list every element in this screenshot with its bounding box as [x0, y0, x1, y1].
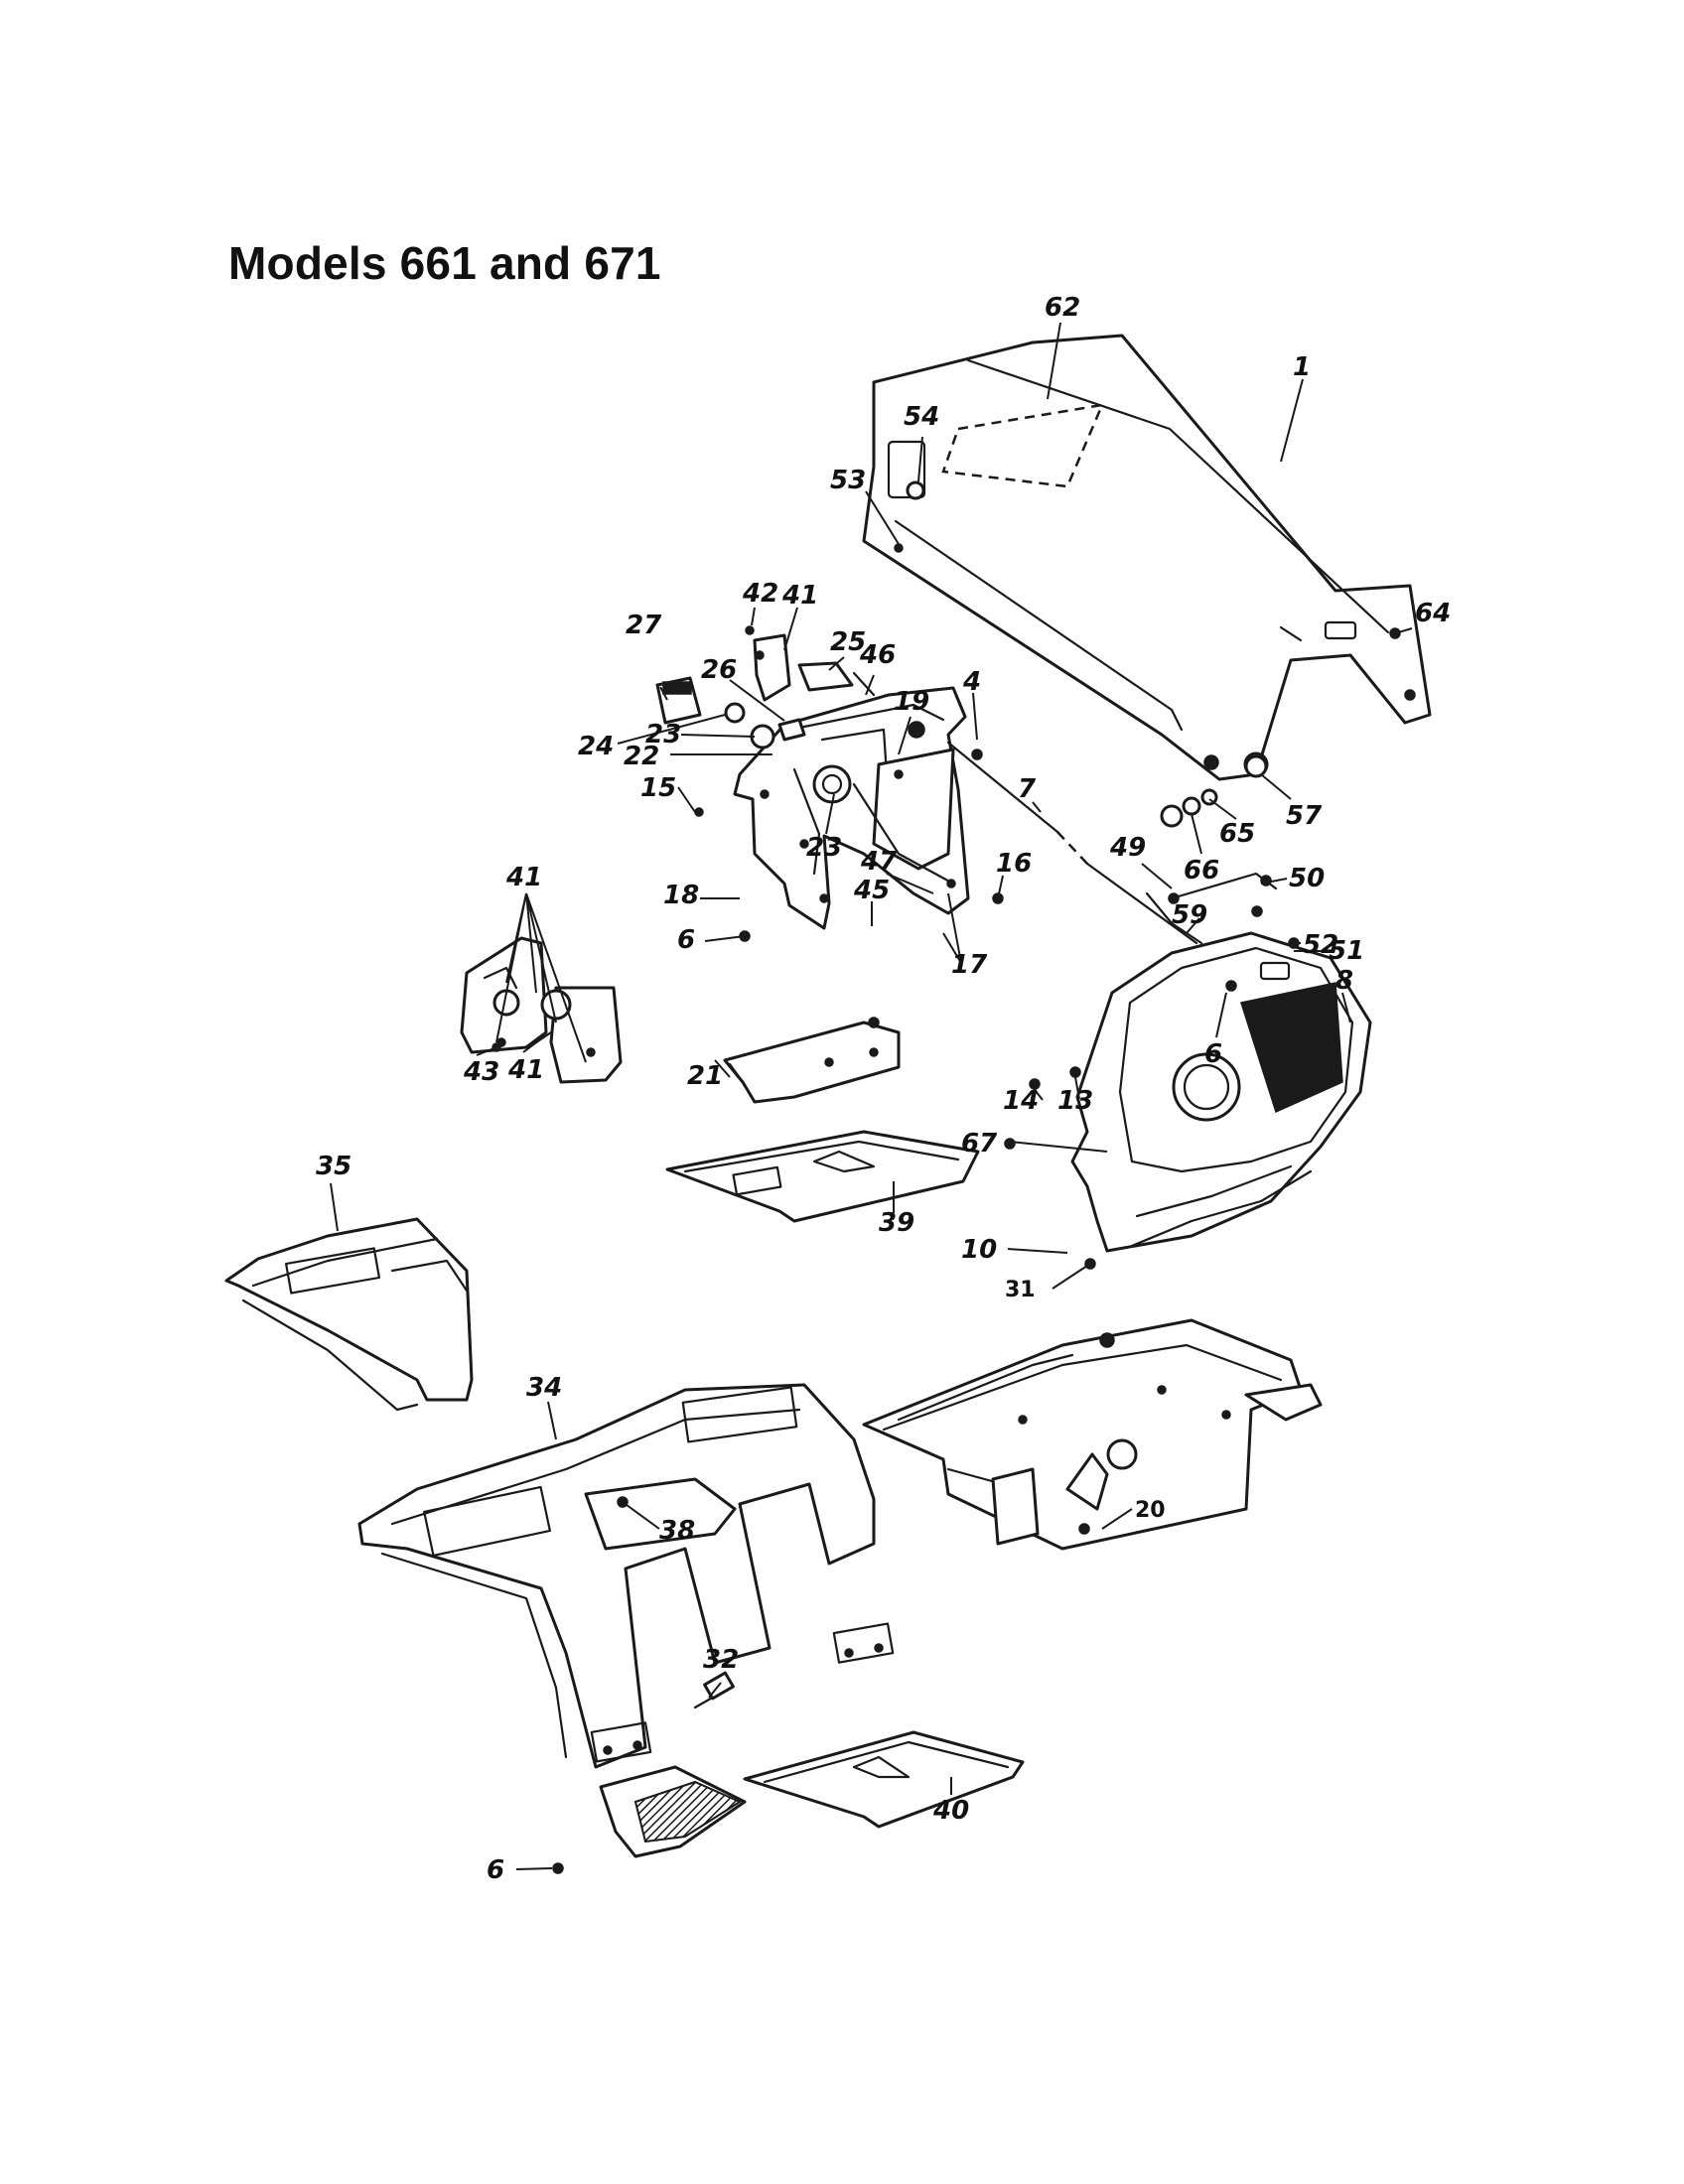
callout-labels: 62 1 54 53 64 42 41 27 25 46 26 19 4 24 …	[316, 293, 1451, 1885]
callout-8: 8	[1335, 966, 1353, 996]
callout-23-b: 23	[806, 833, 842, 863]
callout-59: 59	[1172, 900, 1207, 930]
step-plate-part	[599, 1671, 747, 1858]
callout-15: 15	[640, 773, 676, 803]
fender-34-part	[357, 1383, 895, 1769]
callout-22: 22	[624, 742, 659, 771]
callout-40: 40	[932, 1796, 969, 1826]
callout-42: 42	[742, 579, 778, 609]
callout-47: 47	[860, 847, 898, 877]
callout-49: 49	[1109, 833, 1146, 863]
callout-52: 52	[1303, 930, 1338, 960]
callout-18: 18	[663, 881, 699, 910]
callout-41-a: 41	[781, 581, 818, 611]
floor-mat-40	[743, 1730, 1025, 1829]
callout-13: 13	[1057, 1086, 1093, 1116]
callout-57: 57	[1286, 801, 1323, 831]
callout-20: 20	[1135, 1498, 1166, 1523]
callout-35: 35	[316, 1152, 351, 1181]
callout-19: 19	[894, 687, 929, 717]
fender-35-part	[224, 1217, 474, 1412]
callout-67: 67	[961, 1129, 998, 1159]
steering-shaft	[946, 741, 1278, 945]
callout-21: 21	[687, 1061, 723, 1091]
callout-26: 26	[701, 655, 737, 685]
callout-65: 65	[1219, 819, 1255, 849]
callout-6-b: 6	[1204, 1039, 1222, 1069]
callout-27: 27	[626, 611, 662, 640]
callout-41-b: 41	[505, 863, 542, 892]
dash-panel-assembly	[733, 686, 970, 930]
callout-38: 38	[659, 1516, 695, 1546]
callout-6-a: 6	[677, 925, 695, 955]
callout-16: 16	[996, 849, 1032, 879]
floor-mat-39	[665, 1130, 980, 1223]
callout-45: 45	[853, 876, 890, 905]
callout-23-a: 23	[645, 720, 681, 750]
callout-41-c: 41	[507, 1055, 544, 1085]
hood-hinge-hardware	[1160, 754, 1268, 828]
frame-part	[862, 1318, 1323, 1551]
leader-lines	[330, 322, 1413, 1870]
callout-39: 39	[879, 1208, 914, 1238]
callout-31: 31	[1005, 1278, 1036, 1302]
callout-64: 64	[1415, 599, 1451, 628]
callout-4: 4	[962, 667, 981, 697]
ignition-components	[655, 633, 876, 750]
callout-1: 1	[1293, 352, 1311, 382]
callout-32: 32	[703, 1645, 739, 1675]
callout-46: 46	[859, 640, 896, 670]
callout-51: 51	[1329, 936, 1364, 966]
callout-54: 54	[904, 402, 939, 432]
callout-53: 53	[830, 466, 866, 495]
callout-34: 34	[526, 1373, 562, 1403]
callout-14: 14	[1003, 1086, 1039, 1116]
callout-43: 43	[463, 1057, 499, 1087]
page-title: Models 661 and 671	[228, 237, 661, 289]
hood-part	[862, 334, 1432, 781]
callout-17: 17	[951, 950, 988, 980]
callout-50: 50	[1289, 864, 1325, 893]
callout-7: 7	[1018, 774, 1037, 804]
callout-24: 24	[578, 732, 614, 761]
callout-6-c: 6	[487, 1855, 504, 1885]
support-bracket	[723, 1021, 901, 1104]
grille-nose-part	[1070, 931, 1372, 1253]
callout-25: 25	[830, 627, 866, 657]
callout-10: 10	[961, 1235, 997, 1265]
callout-66: 66	[1184, 856, 1219, 886]
callout-62: 62	[1045, 293, 1080, 323]
